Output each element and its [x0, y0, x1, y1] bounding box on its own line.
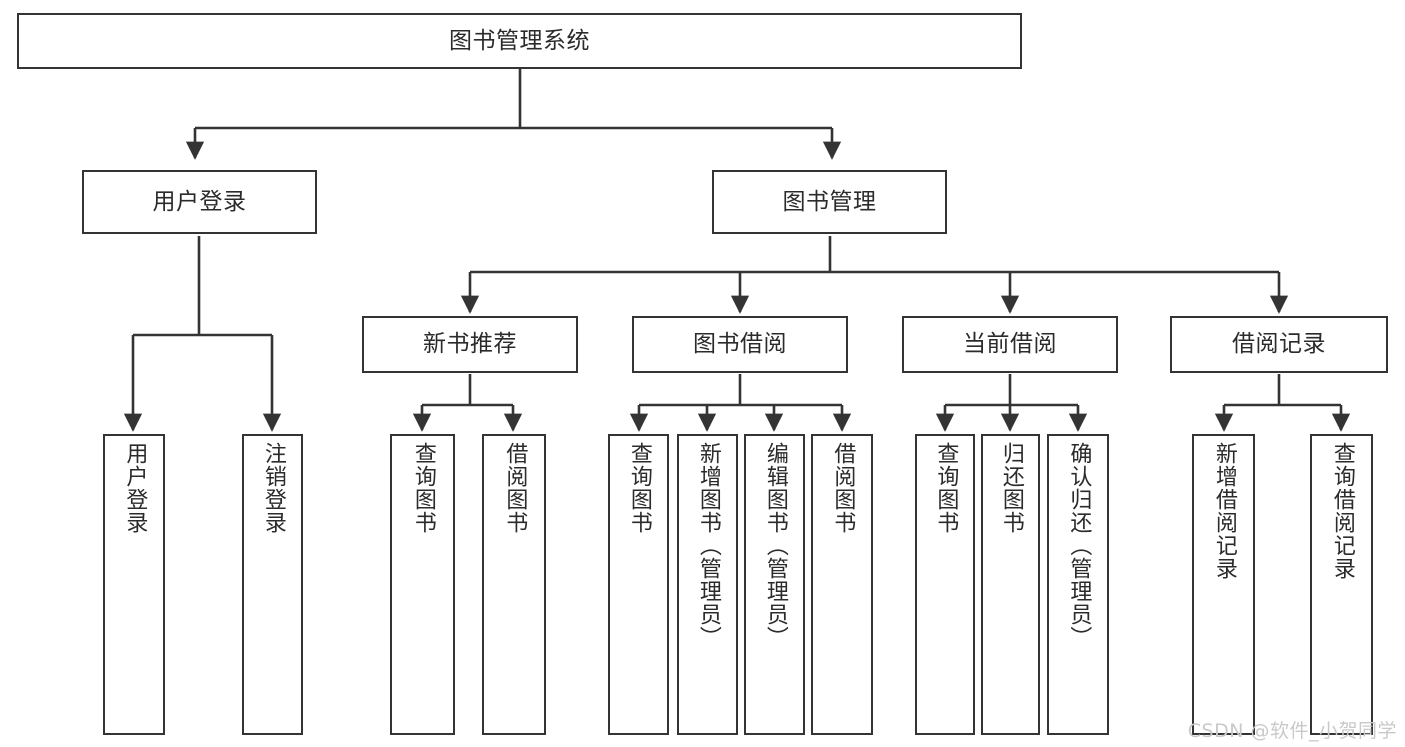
leaf-add-record[interactable]: 新增借阅记录	[1192, 434, 1255, 735]
leaf-query-book-2-label: 查询图书	[626, 442, 652, 534]
leaf-user-login[interactable]: 用户登录	[103, 434, 165, 735]
node-book-borrow[interactable]: 图书借阅	[632, 316, 848, 373]
leaf-add-book-label: 新增图书（管理员）	[695, 442, 721, 649]
leaf-confirm-return[interactable]: 确认归还（管理员）	[1047, 434, 1109, 735]
leaf-query-book-3[interactable]: 查询图书	[915, 434, 975, 735]
node-current-borrow[interactable]: 当前借阅	[902, 316, 1118, 373]
leaf-logout-login-label: 注销登录	[260, 442, 286, 534]
node-new-book-rec[interactable]: 新书推荐	[362, 316, 578, 373]
node-root[interactable]: 图书管理系统	[17, 13, 1022, 69]
leaf-return-book[interactable]: 归还图书	[981, 434, 1040, 735]
node-current-borrow-label: 当前借阅	[963, 331, 1057, 358]
leaf-confirm-return-label: 确认归还（管理员）	[1066, 442, 1092, 649]
leaf-borrow-book-1[interactable]: 借阅图书	[482, 434, 546, 735]
leaf-borrow-book-2[interactable]: 借阅图书	[811, 434, 873, 735]
leaf-borrow-book-1-label: 借阅图书	[502, 442, 528, 534]
node-book-manage[interactable]: 图书管理	[712, 170, 947, 234]
node-user-login-label: 用户登录	[152, 188, 247, 215]
leaf-query-book-1-label: 查询图书	[410, 442, 436, 534]
node-new-book-rec-label: 新书推荐	[423, 331, 517, 358]
leaf-return-book-label: 归还图书	[998, 442, 1024, 534]
leaf-edit-book-label: 编辑图书（管理员）	[762, 442, 788, 649]
node-user-login[interactable]: 用户登录	[82, 170, 317, 234]
leaf-add-record-label: 新增借阅记录	[1211, 442, 1237, 580]
leaf-add-book[interactable]: 新增图书（管理员）	[677, 434, 738, 735]
leaf-query-book-3-label: 查询图书	[933, 442, 959, 534]
leaf-query-record-label: 查询借阅记录	[1329, 442, 1355, 580]
csdn-watermark: CSDN @软件_小贺同学	[1187, 720, 1397, 742]
node-borrow-record-label: 借阅记录	[1232, 331, 1326, 358]
leaf-borrow-book-2-label: 借阅图书	[830, 442, 856, 534]
leaf-query-record[interactable]: 查询借阅记录	[1310, 434, 1373, 735]
leaf-edit-book[interactable]: 编辑图书（管理员）	[744, 434, 805, 735]
leaf-user-login-label: 用户登录	[122, 442, 148, 534]
node-book-borrow-label: 图书借阅	[693, 331, 787, 358]
node-book-manage-label: 图书管理	[782, 188, 877, 215]
node-root-label: 图书管理系统	[449, 27, 590, 54]
leaf-query-book-1[interactable]: 查询图书	[390, 434, 455, 735]
leaf-query-book-2[interactable]: 查询图书	[608, 434, 669, 735]
node-borrow-record[interactable]: 借阅记录	[1170, 316, 1388, 373]
leaf-logout-login[interactable]: 注销登录	[242, 434, 303, 735]
